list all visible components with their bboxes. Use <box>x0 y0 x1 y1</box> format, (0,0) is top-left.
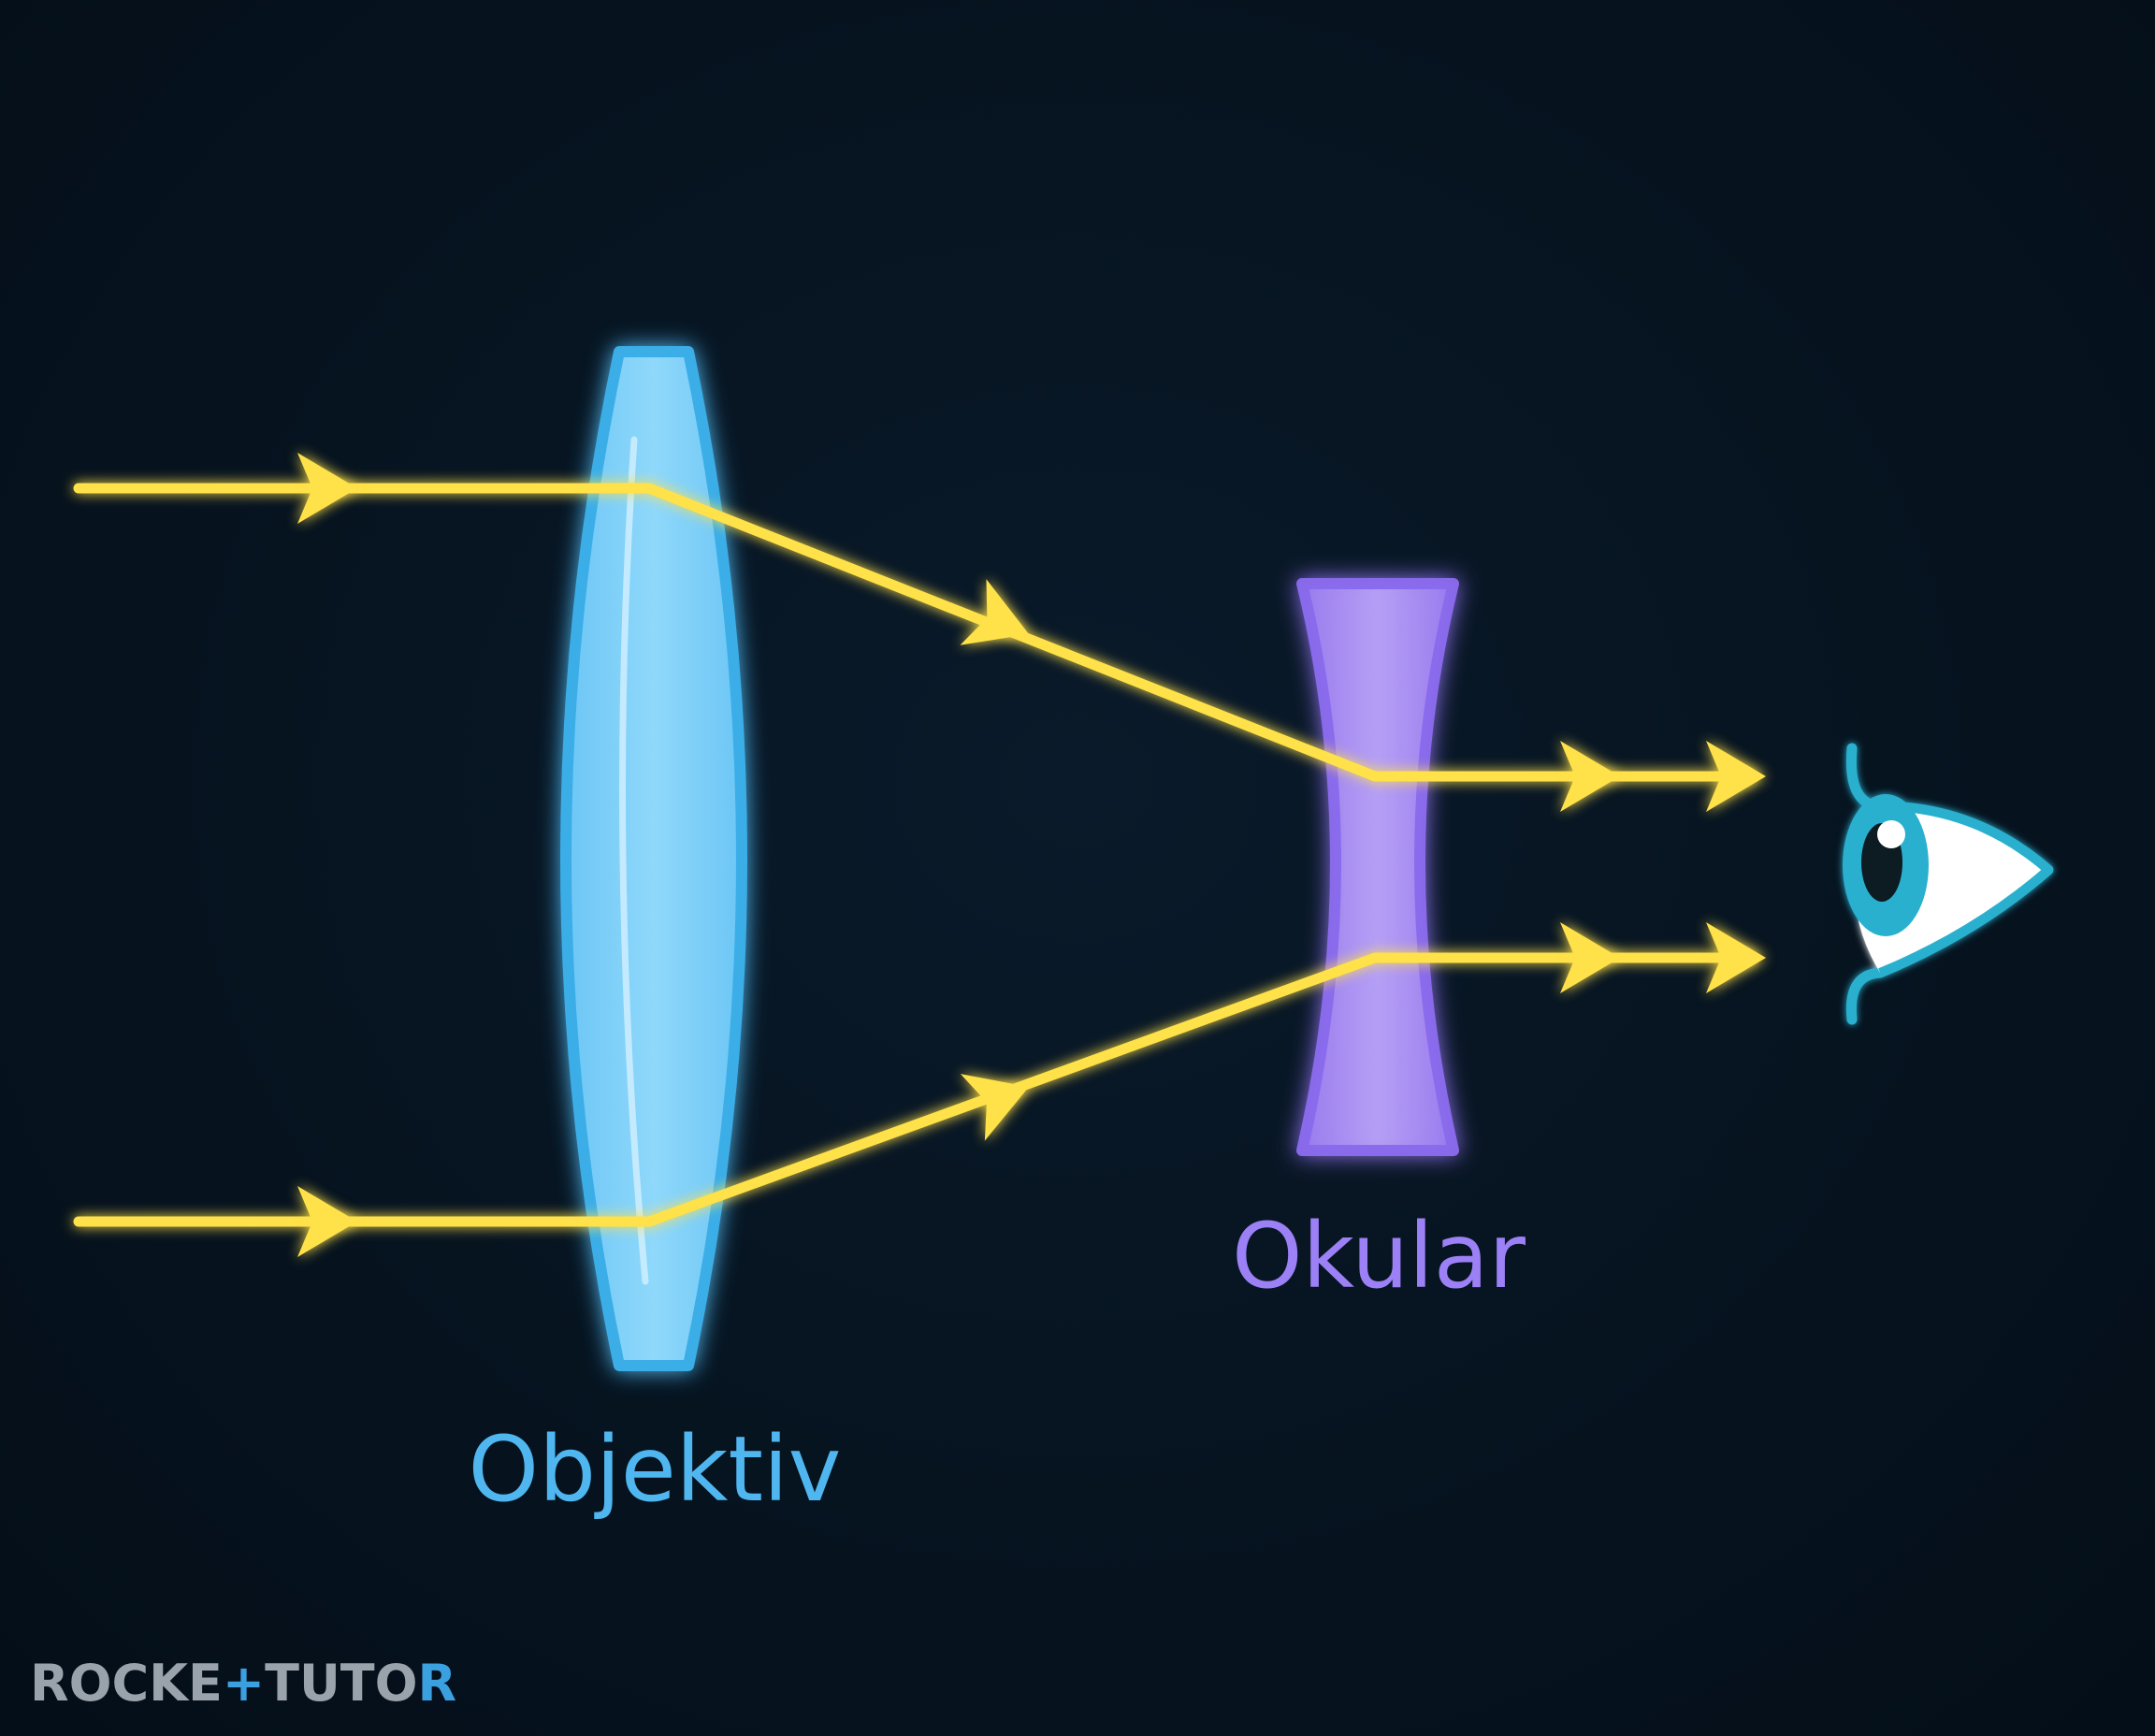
watermark-plus-sign: + <box>223 1654 265 1713</box>
arrowhead-icon <box>1706 741 1766 812</box>
arrowhead-icon <box>1560 922 1620 993</box>
eye-icon <box>1843 743 2054 1025</box>
arrowhead-icon <box>297 453 357 524</box>
objective-lens <box>560 346 747 1371</box>
ray-upper <box>73 483 1755 782</box>
eyepiece-label: Okular <box>1232 1204 1526 1309</box>
objective-label: Objektiv <box>469 1417 842 1522</box>
ray-lower <box>73 952 1755 1227</box>
watermark-part-2: TUTO <box>265 1654 417 1713</box>
ray-arrowheads <box>297 453 1766 1257</box>
watermark-part-1: ROCKE <box>30 1654 223 1713</box>
arrowhead-icon <box>1560 741 1620 812</box>
arrowhead-icon <box>1706 922 1766 993</box>
arrowhead-icon <box>960 579 1029 645</box>
arrowhead-icon <box>297 1186 357 1257</box>
eyepiece-lens <box>1296 578 1459 1156</box>
light-rays <box>73 483 1755 1227</box>
watermark-logo: ROCKE+TUTOR <box>30 1654 456 1713</box>
watermark-part-3: R <box>418 1654 457 1713</box>
arrowhead-icon <box>960 1074 1029 1141</box>
